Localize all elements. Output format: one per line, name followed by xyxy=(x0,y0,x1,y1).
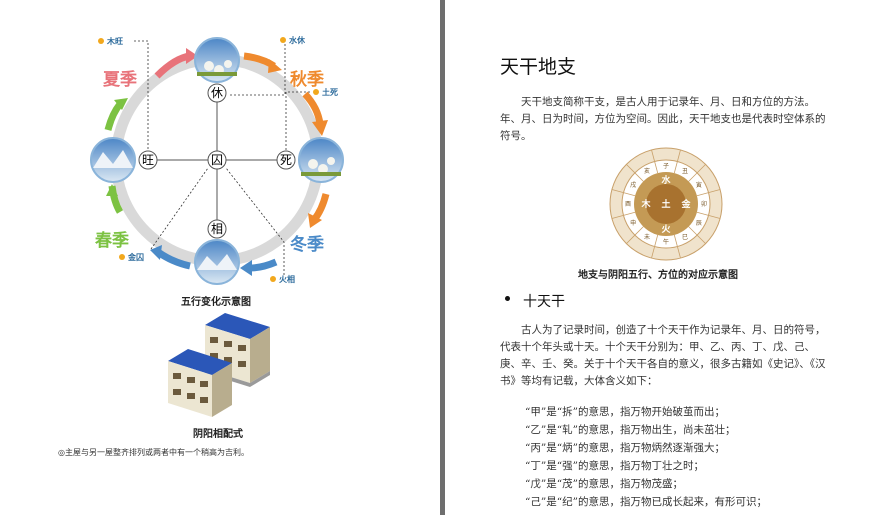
ring-branch-label: 卯 xyxy=(701,200,707,208)
houses-illustration xyxy=(168,313,270,417)
diagram-caption: 地支与阴阳五行、方位的对应示意图 xyxy=(578,270,738,281)
center-fire: 火 xyxy=(661,224,671,235)
center-metal: 金 xyxy=(680,198,691,210)
five-elements-wheel: 休 旺 囚 死 相 夏季 秋季 春季 冬季 木旺 水休 土死 金囚 火相 xyxy=(90,35,344,285)
wheel-caption: 五行变化示意图 xyxy=(181,297,251,308)
ring-branch-label: 午 xyxy=(663,238,669,246)
ring-branch-label: 丑 xyxy=(682,168,688,175)
left-page: 休 旺 囚 死 相 夏季 秋季 春季 冬季 木旺 水休 土死 金囚 火相 五行变… xyxy=(0,0,440,515)
stem-item: “戊”是“茂”的意思，指万物茂盛； xyxy=(525,478,683,490)
stem-item: “乙”是“轧”的意思，指万物出生，尚未茁壮； xyxy=(525,424,736,436)
stem-item: “甲”是“拆”的意思，指万物开始破茧而出； xyxy=(525,406,725,418)
photo-bottom xyxy=(194,239,240,285)
state-xiu: 休 xyxy=(211,86,223,100)
season-winter-label: 冬季 xyxy=(290,234,324,255)
dashed-connectors xyxy=(134,40,310,275)
ring-spoke xyxy=(651,149,659,174)
tag-earth-si: 土死 xyxy=(322,87,338,97)
summer-arrowhead xyxy=(186,48,198,64)
right-page: 天干地支 天干地支简称干支，是古人用于记录年、月、日和方位的方法。年、月、日为时… xyxy=(445,0,887,515)
photo-top xyxy=(194,37,240,83)
tag-metal-qiu: 金囚 xyxy=(127,252,144,262)
ring-spoke xyxy=(651,234,659,259)
state-xiang: 相 xyxy=(211,222,223,236)
section-paragraph: 古人为了记录时间，创造了十个天干作为记录年、月、日的符号，代表十个年头或十天。十… xyxy=(500,324,826,387)
state-si: 死 xyxy=(280,153,292,167)
tag-wood-wang: 木旺 xyxy=(106,36,123,46)
house-caption: 阴阳相配式 xyxy=(193,429,243,440)
ring-branch-label: 申 xyxy=(630,219,636,227)
page-gutter xyxy=(440,0,445,515)
winter-arrowhead-side xyxy=(308,213,322,228)
state-qiu: 囚 xyxy=(211,153,223,167)
season-autumn-label: 秋季 xyxy=(290,69,324,90)
ring-branch-label: 未 xyxy=(644,233,650,241)
spring-arrowhead-side xyxy=(106,184,118,196)
bullet-dot xyxy=(505,296,510,301)
page-title: 天干地支 xyxy=(500,56,577,78)
state-wang: 旺 xyxy=(142,153,154,167)
intro-paragraph: 天干地支简称干支，是古人用于记录年、月、日和方位的方法。年、月、日为时间，方位为… xyxy=(500,96,826,142)
ring-spoke xyxy=(626,164,644,182)
ring-branch-label: 子 xyxy=(663,163,669,170)
ring-spoke xyxy=(611,211,636,219)
center-water: 水 xyxy=(661,174,671,186)
ring-branch-label: 巳 xyxy=(682,234,688,241)
ring-spoke xyxy=(688,226,706,244)
summer-arrowhead-side xyxy=(114,98,128,110)
photo-right xyxy=(298,137,344,183)
ring-spoke xyxy=(626,226,644,244)
stem-item: “丙”是“炳”的意思，指万物炳然逐渐强大； xyxy=(525,442,725,454)
ring-spoke xyxy=(611,189,636,197)
center-earth: 土 xyxy=(661,198,670,210)
winter-arrow-bottom xyxy=(249,258,278,272)
ring-spoke xyxy=(696,211,721,219)
ring-spoke xyxy=(688,164,706,182)
ring-spoke xyxy=(673,149,681,174)
photo-left xyxy=(90,137,136,183)
ring-spoke xyxy=(696,189,721,197)
ring-branch-label: 亥 xyxy=(644,167,650,175)
season-spring-label: 春季 xyxy=(95,230,129,251)
ring-spoke xyxy=(673,234,681,259)
autumn-arrowhead-top xyxy=(268,59,282,73)
autumn-arrowhead-side xyxy=(312,120,328,136)
section-heading: 十天干 xyxy=(523,294,565,310)
stem-item: “丁”是“强”的意思，指万物丁壮之时； xyxy=(525,460,704,472)
ring-branch-label: 酉 xyxy=(625,201,631,208)
tag-water-xiu: 水休 xyxy=(288,35,306,45)
layout-note: ◎主屋与另一屋整齐排列或两者中有一个稍高为吉利。 xyxy=(58,448,249,457)
stem-item: “己”是“纪”的意思，指万物已成长起来，有形可识； xyxy=(525,496,767,508)
winter-arrowhead-bottom xyxy=(240,260,252,276)
ring-branch-label: 辰 xyxy=(696,220,702,227)
spring-arrowhead-bottom xyxy=(150,245,162,260)
season-summer-label: 夏季 xyxy=(103,69,137,90)
center-wood: 木 xyxy=(640,198,651,210)
ring-branch-label: 戌 xyxy=(630,181,636,189)
ring-branch-label: 寅 xyxy=(696,181,702,189)
tag-fire-xiang: 火相 xyxy=(279,274,295,284)
